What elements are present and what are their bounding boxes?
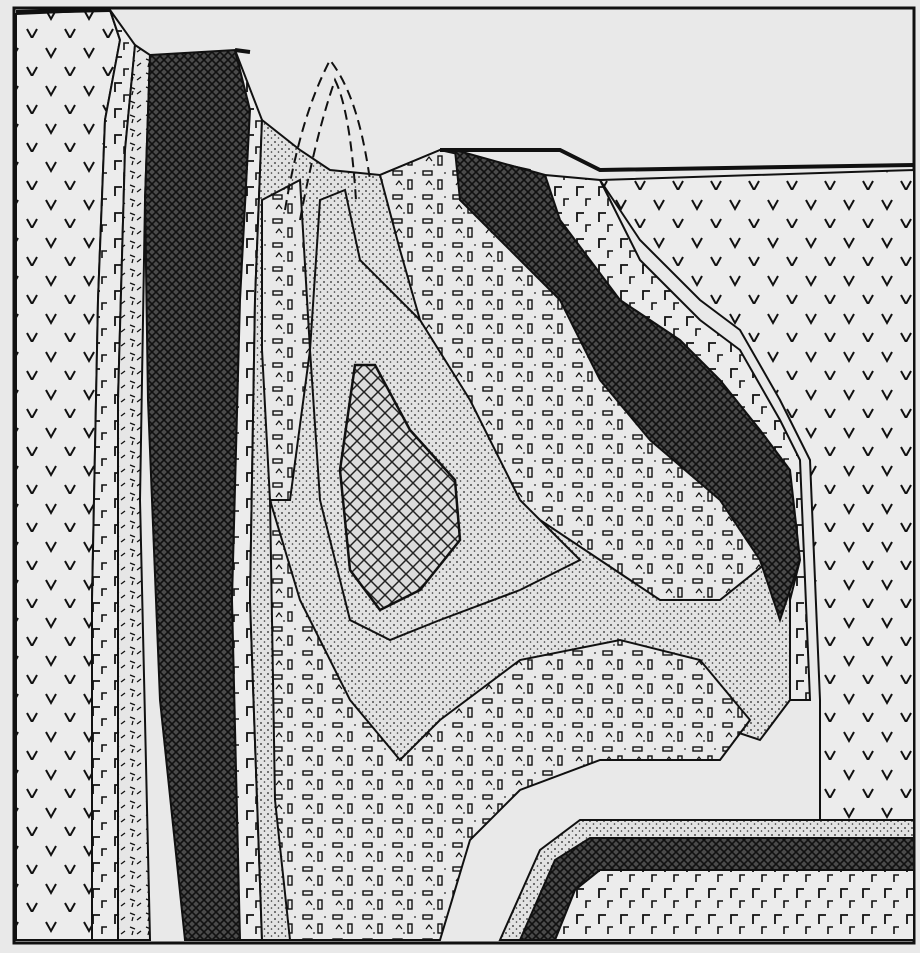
lower-right-gamma [555, 870, 914, 940]
